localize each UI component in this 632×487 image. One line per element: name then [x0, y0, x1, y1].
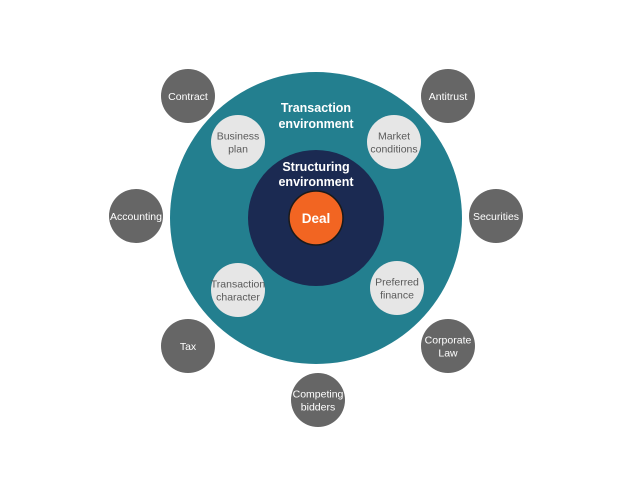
node-securities-circle — [469, 189, 523, 243]
node-competing-bidders-label-line2: bidders — [301, 401, 335, 413]
node-contract-circle — [161, 69, 215, 123]
node-preferred-finance-label-line1: Preferred — [375, 276, 419, 288]
node-contract: Contract — [161, 69, 215, 123]
node-antitrust-circle — [421, 69, 475, 123]
node-business-plan-label-line2: plan — [228, 143, 248, 155]
node-securities-label-line1: Securities — [473, 211, 519, 223]
node-corporate-law-circle — [421, 319, 475, 373]
node-market-conditions-circle — [367, 115, 421, 169]
node-corporate-law-label-line1: Corporate — [425, 334, 472, 346]
node-tax-circle — [161, 319, 215, 373]
node-accounting-circle — [109, 189, 163, 243]
node-transaction-character-label-line1: Transaction — [211, 278, 266, 290]
node-business-plan-label-line1: Business — [217, 130, 260, 142]
node-tax: Tax — [161, 319, 215, 373]
node-corporate-law-label-line2: Law — [438, 347, 458, 359]
node-accounting: Accounting — [109, 189, 163, 243]
transaction-environment-label-line2: environment — [278, 117, 354, 131]
node-contract-label-line1: Contract — [168, 91, 208, 103]
node-transaction-character-label-line2: character — [216, 291, 260, 303]
node-market-conditions-label-line2: conditions — [370, 143, 417, 155]
node-antitrust-label-line1: Antitrust — [429, 91, 468, 103]
node-preferred-finance-label-line2: finance — [380, 289, 414, 301]
deal-core-circle — [288, 190, 344, 246]
structuring-environment-label-line2: environment — [278, 175, 354, 189]
inner-factor-nodes: BusinessplanMarketconditionsTransactionc… — [211, 115, 424, 317]
node-accounting-label-line1: Accounting — [110, 211, 162, 223]
deal-label: Deal — [302, 211, 331, 226]
node-market-conditions-label-line1: Market — [378, 130, 410, 142]
structuring-environment-label-line1: Structuring — [282, 160, 349, 174]
node-competing-bidders-label-line1: Competing — [293, 388, 344, 400]
node-tax-label-line1: Tax — [180, 341, 197, 353]
node-securities: Securities — [469, 189, 523, 243]
node-business-plan-circle — [211, 115, 265, 169]
transaction-environment-label-line1: Transaction — [281, 101, 351, 115]
node-competing-bidders-circle — [291, 373, 345, 427]
node-transaction-character-circle — [211, 263, 265, 317]
node-preferred-finance-circle — [370, 261, 424, 315]
node-antitrust: Antitrust — [421, 69, 475, 123]
